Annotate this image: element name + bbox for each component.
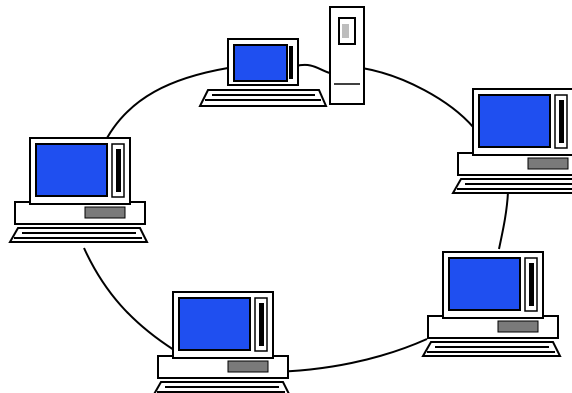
monitor-screen xyxy=(234,45,287,81)
desktop-computer-icon xyxy=(10,138,147,242)
cable-right xyxy=(499,192,508,249)
tower-server-icon xyxy=(330,7,364,104)
drive-bay xyxy=(85,207,125,218)
drive-bay xyxy=(528,158,568,169)
cable-top-right xyxy=(362,68,474,128)
monitor-screen xyxy=(179,298,250,350)
bottom-workstation xyxy=(153,292,290,393)
monitor-detail xyxy=(116,149,121,192)
drive-bay xyxy=(498,321,538,332)
monitor-detail xyxy=(289,46,293,79)
lower-right-workstation xyxy=(423,252,560,356)
cable-left-bottom xyxy=(84,248,174,350)
monitor-screen xyxy=(479,95,550,147)
desktop-computer-icon xyxy=(453,89,572,193)
monitor-detail xyxy=(259,303,264,346)
monitor-detail xyxy=(529,263,534,306)
keyboard xyxy=(423,342,560,356)
top-workstation xyxy=(200,39,326,106)
monitor-detail xyxy=(559,100,564,143)
drive-bay xyxy=(228,361,268,372)
cable-server-link xyxy=(296,65,330,73)
monitor-screen xyxy=(36,144,107,196)
right-workstation xyxy=(453,89,572,193)
keyboard xyxy=(10,228,147,242)
server xyxy=(330,7,364,104)
monitor-screen xyxy=(449,258,520,310)
left-workstation xyxy=(10,138,147,242)
keyboard xyxy=(453,179,572,193)
monitor-keyboard-icon xyxy=(200,39,326,106)
cable-bottom-right xyxy=(270,339,427,372)
keyboard xyxy=(200,90,326,106)
desktop-computer-icon xyxy=(423,252,560,356)
server-drive-window-fill xyxy=(342,24,349,38)
desktop-computer-icon xyxy=(153,292,290,393)
